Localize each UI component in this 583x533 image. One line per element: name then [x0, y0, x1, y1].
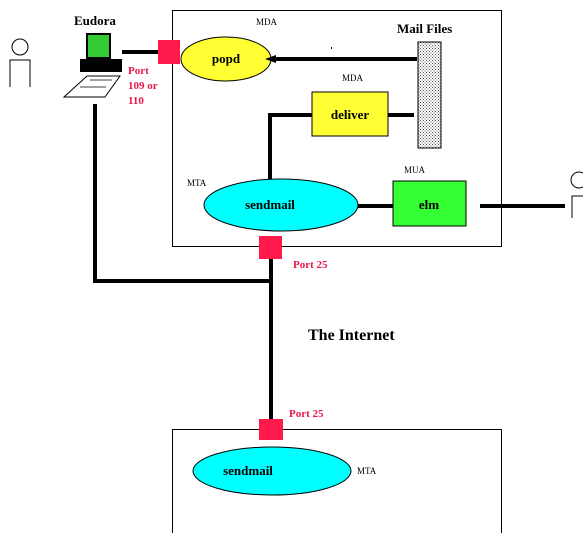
- ports: [158, 40, 283, 440]
- popd-role: MDA: [256, 17, 278, 27]
- elm-node: [392, 180, 467, 227]
- arrow-head: [265, 55, 276, 63]
- user-icon-remote: [570, 171, 583, 218]
- computer-icon: [62, 33, 122, 98]
- client-port-label-1: Port: [128, 65, 149, 77]
- client-port-label-3: 110: [128, 95, 144, 107]
- sendmail-label: sendmail: [245, 197, 295, 212]
- connection-lines: [93, 50, 565, 428]
- sendmail-role: MTA: [187, 178, 207, 188]
- popd-label: popd: [212, 51, 241, 66]
- mail-files-block: [417, 41, 442, 149]
- client-name: Eudora: [74, 13, 116, 28]
- deliver-label: deliver: [331, 107, 369, 122]
- deliver-node: [311, 91, 389, 137]
- remote-sendmail-role: MTA: [357, 466, 377, 476]
- mail-files-label: Mail Files: [397, 21, 452, 36]
- client-port-label-2: 109 or: [128, 80, 158, 92]
- remote-port-label: Port 25: [289, 408, 324, 420]
- small-mark: [331, 47, 332, 49]
- remote-sendmail-node: [192, 446, 352, 496]
- sendmail-node: [203, 178, 359, 232]
- internet-label: The Internet: [308, 327, 395, 344]
- elm-label: elm: [419, 197, 439, 212]
- remote-sendmail-label: sendmail: [223, 463, 273, 478]
- elm-role: MUA: [404, 165, 426, 175]
- port-25-square: [259, 236, 282, 259]
- port-client-square: [158, 40, 180, 64]
- deliver-role: MDA: [342, 73, 364, 83]
- server-port-label: Port 25: [293, 259, 328, 271]
- port-25-remote-square: [259, 419, 283, 440]
- user-icon: [9, 38, 31, 87]
